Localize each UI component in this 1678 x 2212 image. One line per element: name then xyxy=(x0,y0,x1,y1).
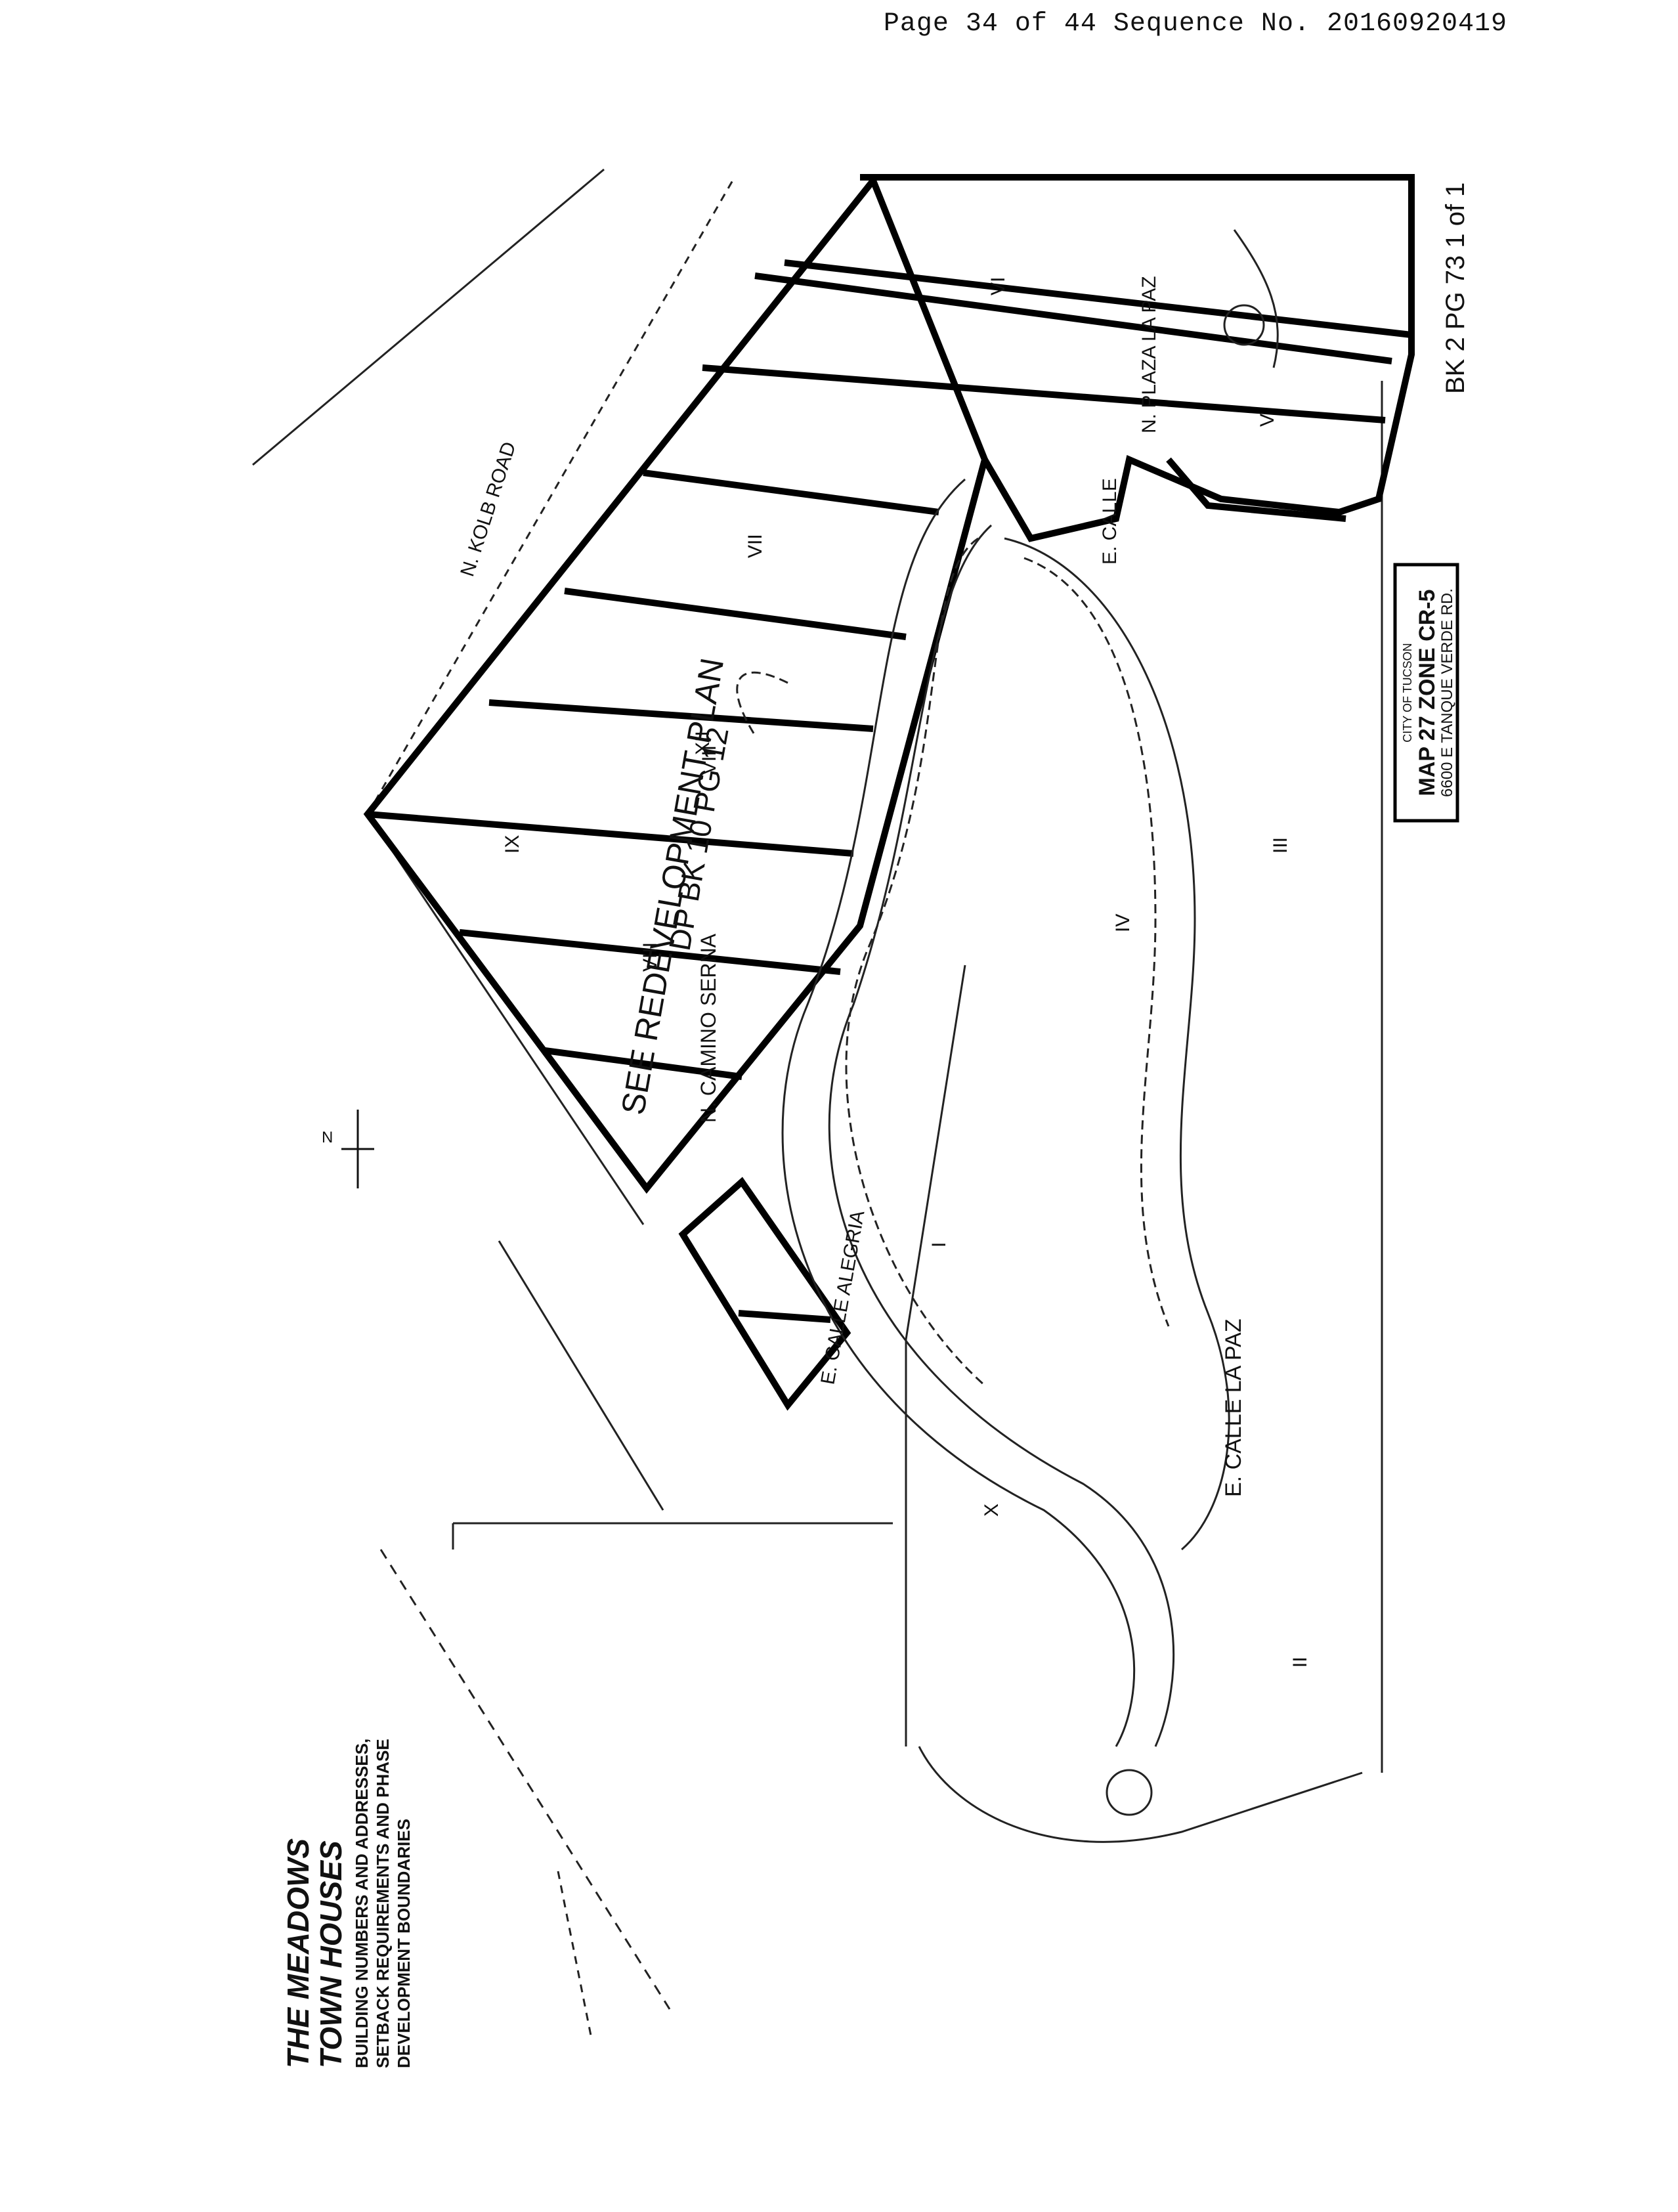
phase-line-9 xyxy=(544,1047,742,1080)
subtitle-line-3: DEVELOPMENT BOUNDARIES xyxy=(394,1819,414,2068)
street-label-kolb: N. KOLB ROAD xyxy=(456,439,520,579)
street-label-plaza-la-paz: N. PLAZA LA PAZ xyxy=(1138,276,1160,433)
title-line-1: THE MEADOWS xyxy=(281,1838,315,2068)
phase-line-3 xyxy=(702,364,1386,423)
title-line-2: TOWN HOUSES xyxy=(314,1840,348,2068)
phase-label: I xyxy=(928,1242,950,1247)
phase-label: V xyxy=(1257,414,1278,427)
cul-de-sac-circle-south xyxy=(1106,1769,1153,1816)
phase-boundary-outer-north xyxy=(860,174,1415,542)
road-dashed-lower xyxy=(379,1549,671,2010)
phase-label: IV xyxy=(1112,914,1134,932)
phase-line-1 xyxy=(784,259,1412,338)
road-edge-b xyxy=(498,1240,664,1511)
cul-de-sac-circle-north xyxy=(1223,304,1265,346)
phase-label: VIII xyxy=(699,745,720,775)
phase-line-2 xyxy=(754,272,1392,364)
phase-label: X xyxy=(981,1504,1002,1517)
phase-label: IX xyxy=(502,835,523,854)
phase-line-4 xyxy=(643,469,939,515)
phase-line-5 xyxy=(564,588,907,640)
kolb-road-centerline xyxy=(366,175,737,815)
phase-label: VII xyxy=(744,534,766,558)
title-block: THE MEADOWS TOWN HOUSES BUILDING NUMBERS… xyxy=(281,1739,414,2068)
stamp-line-2: MAP 27 ZONE CR-5 xyxy=(1415,590,1440,796)
calle-la-paz-west-edge xyxy=(781,478,1136,1747)
phase-label: VI xyxy=(987,277,1009,295)
phase-label: II xyxy=(1289,1657,1311,1668)
street-label-calle-upper: E. CALLE xyxy=(1099,478,1121,565)
page-sequence-header: Page 34 of 44 Sequence No. 20160920419 xyxy=(883,9,1507,39)
phase-label: III xyxy=(1270,837,1291,854)
south-boundary-curve xyxy=(918,1746,1363,1843)
subtitle-line-2: SETBACK REQUIREMENTS AND PHASE xyxy=(373,1739,393,2068)
phase-boundaries xyxy=(363,174,1415,1411)
phase-label: VIII xyxy=(639,942,661,972)
north-arrow-scale: N xyxy=(322,1110,374,1188)
street-label-camino-serna: N. CAMINO SERNA xyxy=(697,933,720,1123)
phase-line-8 xyxy=(459,929,841,975)
phase-label: XII xyxy=(692,731,714,755)
phase-line-6 xyxy=(488,699,874,732)
cul-de-sac-north xyxy=(1233,229,1279,368)
city-stamp: CITY OF TUCSON MAP 27 ZONE CR-5 6600 E T… xyxy=(1393,563,1459,823)
road-edge-a xyxy=(366,813,645,1225)
street-label-calle-la-paz: E. CALLE LA PAZ xyxy=(1221,1318,1246,1497)
phase-boundary-outer-west xyxy=(363,174,989,1194)
kolb-road-edge xyxy=(252,168,605,466)
inner-loop-east xyxy=(1004,537,1230,1551)
book-page-reference: BK 2 PG 73 1 of 1 xyxy=(1441,183,1470,394)
subtitle-line-1: BUILDING NUMBERS AND ADDRESSES, xyxy=(352,1739,372,2068)
svg-text:N: N xyxy=(322,1129,333,1146)
stamp-line-1: CITY OF TUCSON xyxy=(1401,643,1414,742)
stamp-line-3: 6600 E TANQUE VERDE RD. xyxy=(1438,588,1456,797)
calle-la-paz-east-edge xyxy=(828,524,1175,1747)
phase-boundary-alegria xyxy=(678,1177,851,1411)
phase-line-7 xyxy=(367,811,854,857)
